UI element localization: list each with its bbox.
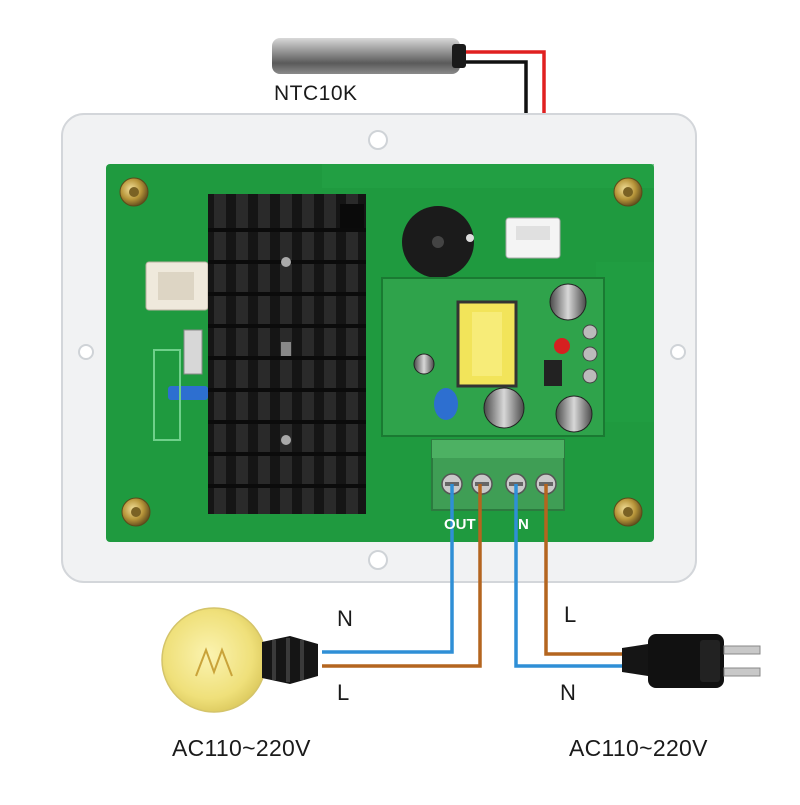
screw-center bbox=[131, 507, 141, 517]
capacitor bbox=[549, 283, 587, 321]
probe-body bbox=[272, 38, 460, 74]
terminal-screw-slot bbox=[475, 482, 489, 486]
pcb-trace-area bbox=[322, 164, 654, 188]
heatsink-fin bbox=[214, 194, 226, 514]
probe-sleeve bbox=[452, 44, 466, 68]
optocoupler-window bbox=[158, 272, 194, 300]
heatsink-groove bbox=[208, 324, 366, 328]
capacitor bbox=[483, 387, 525, 429]
heatsink-groove bbox=[208, 420, 366, 424]
wire-mains-neutral bbox=[514, 484, 626, 668]
heatsink-fin bbox=[346, 194, 358, 514]
terminal-block-top bbox=[432, 440, 564, 458]
buzzer-dot bbox=[466, 234, 474, 242]
socket-ridge bbox=[272, 640, 276, 680]
mains-neutral-label: N bbox=[560, 680, 576, 705]
heatsink-screw bbox=[281, 435, 291, 445]
power-module bbox=[381, 277, 605, 437]
socket-ridge bbox=[286, 638, 290, 682]
buzzer-hole bbox=[432, 236, 444, 248]
terminal-block bbox=[431, 439, 565, 511]
bulb-filament bbox=[195, 647, 233, 677]
capacitor-small bbox=[413, 353, 435, 375]
pcb-trace-area-right bbox=[596, 262, 654, 422]
screw-center bbox=[623, 187, 633, 197]
screw-center bbox=[129, 187, 139, 197]
heatsink-groove bbox=[208, 228, 366, 232]
load-live-label: L bbox=[337, 680, 350, 705]
mount-hole-bottom bbox=[368, 550, 388, 570]
heatsink-groove bbox=[208, 388, 366, 392]
corner-screws bbox=[119, 177, 643, 527]
terminal-n-label: N bbox=[518, 516, 529, 533]
load-voltage-label: AC110~220V bbox=[172, 735, 311, 761]
heatsink bbox=[208, 194, 366, 514]
mount-hole-top bbox=[368, 130, 388, 150]
wire-mains-live bbox=[544, 484, 626, 656]
heatsink-groove bbox=[208, 356, 366, 360]
light-bulb-icon bbox=[161, 607, 318, 713]
transformer-core bbox=[472, 312, 502, 376]
heatsink-fin bbox=[236, 194, 248, 514]
led-red bbox=[554, 338, 570, 354]
heatsink-fin bbox=[258, 194, 270, 514]
wire-load-live bbox=[322, 484, 482, 668]
heatsink-fin bbox=[302, 194, 314, 514]
power-plug-icon bbox=[622, 634, 761, 688]
component bbox=[582, 368, 598, 384]
capacitor-blue bbox=[168, 386, 208, 400]
heatsink-groove bbox=[208, 292, 366, 296]
plug-face bbox=[700, 640, 720, 682]
socket-ridge bbox=[300, 640, 304, 680]
mount-hole-right bbox=[670, 344, 686, 360]
heatsink-groove bbox=[208, 484, 366, 488]
heatsink-clip bbox=[340, 204, 364, 228]
regulator-chip bbox=[544, 360, 562, 386]
terminal-out-label: OUT bbox=[444, 516, 476, 533]
heatsink-fin bbox=[324, 194, 336, 514]
screw-center bbox=[623, 507, 633, 517]
plug-strain-relief bbox=[622, 644, 648, 676]
heatsink-screw bbox=[281, 257, 291, 267]
sensor-connector-slot bbox=[516, 226, 550, 240]
heatsink-rivet bbox=[281, 342, 291, 356]
plug-prong bbox=[723, 667, 761, 677]
sensor-label: NTC10K bbox=[274, 82, 358, 105]
component bbox=[582, 346, 598, 362]
component bbox=[582, 324, 598, 340]
mains-live-label: L bbox=[564, 602, 577, 627]
mains-voltage-label: AC110~220V bbox=[569, 735, 708, 761]
ntc-probe bbox=[272, 38, 466, 74]
heatsink-groove bbox=[208, 452, 366, 456]
wire-load-neutral bbox=[322, 484, 454, 654]
plug-prong bbox=[723, 645, 761, 655]
load-neutral-label: N bbox=[337, 606, 353, 631]
y-capacitor bbox=[434, 388, 458, 420]
silkscreen-outline bbox=[153, 349, 181, 441]
resistor-pack bbox=[183, 329, 203, 375]
bulb-glass bbox=[161, 607, 267, 713]
mount-hole-left bbox=[78, 344, 94, 360]
capacitor bbox=[555, 395, 593, 433]
